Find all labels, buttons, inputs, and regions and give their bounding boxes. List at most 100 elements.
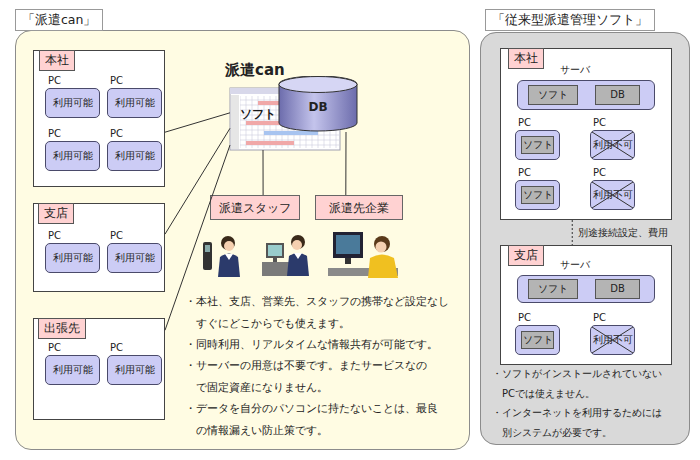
node-heading: PC — [110, 128, 123, 140]
pc-available-box: PC利用可能 — [107, 243, 162, 273]
node-text: 派遣先企業 — [329, 201, 389, 215]
location-tab: 支店 — [508, 245, 544, 266]
connector-line — [263, 150, 264, 195]
connector-line — [165, 128, 230, 234]
unavailable-cross — [592, 327, 633, 353]
connector-line — [165, 113, 230, 132]
location-tab: 本社 — [508, 48, 544, 69]
pc-unavailable-box: PC利用不可 — [590, 325, 635, 355]
node-text: ソフト — [538, 283, 568, 295]
node-heading: PC — [48, 128, 61, 140]
node-heading: PC — [593, 312, 606, 324]
node-heading: PC — [593, 167, 606, 179]
panel-frame: 「従来型派遣管理ソフト」本社サーバソフトDBPCソフトPC利用不可PCソフトPC… — [480, 32, 690, 445]
location-tab: 支店 — [38, 203, 74, 224]
unavailable-cross — [592, 132, 633, 158]
edge-label: 別途接続設定、費用 — [578, 226, 668, 239]
office-box: 本社PC利用可能PC利用可能PC利用可能PC利用可能 — [33, 50, 165, 187]
office-box: 本社サーバソフトDBPCソフトPC利用不可PCソフトPC利用不可 — [500, 48, 672, 220]
pc-available-box: PC利用可能 — [45, 141, 100, 171]
node-heading: PC — [48, 230, 61, 242]
node-text: 利用可能 — [115, 252, 155, 264]
pc-available-box: PC利用可能 — [107, 355, 162, 385]
node-text: ソフト — [523, 189, 553, 201]
note-text: ・インターネットを利用するためには 別システムが必要です。 — [492, 403, 687, 442]
pc-box: PCソフト — [515, 180, 560, 210]
node-text: 利用可能 — [53, 97, 93, 109]
node-heading: PC — [110, 75, 123, 87]
note-text: ・サーバーの用意は不要です。またサービスなの で固定資産になりません。 — [185, 355, 454, 398]
staff-at-computer — [262, 235, 309, 276]
node-text: DB — [610, 283, 625, 295]
node-text: 利用可能 — [115, 97, 155, 109]
unavailable-cross — [592, 182, 633, 208]
office-box: 支店サーバソフトDBPCソフトPC利用不可 — [500, 245, 672, 365]
office-box: 出張先PC利用可能PC利用可能 — [33, 318, 165, 420]
module-box: ソフト — [528, 85, 578, 105]
pc-available-box: PC利用可能 — [45, 88, 100, 118]
node-text: DB — [308, 101, 327, 113]
pc-available-box: PC利用可能 — [107, 141, 162, 171]
pc-available-box: PC利用可能 — [45, 243, 100, 273]
location-tab: 本社 — [39, 50, 75, 71]
node-text: 利用不可 — [593, 189, 633, 201]
node-text: ソフト — [523, 334, 553, 346]
panel-title: 「従来型派遣管理ソフト」 — [485, 9, 655, 31]
module-box: DB — [595, 85, 640, 105]
node-heading: 派遣can — [225, 61, 285, 79]
note-text: ・データを自分のパソコンに持たないことは、最良 の情報漏えい防止策です。 — [185, 398, 454, 441]
pc-box: PCソフト — [515, 130, 560, 160]
pc-unavailable-box: PC利用不可 — [590, 130, 635, 160]
office-box: 支店PC利用可能PC利用可能 — [33, 203, 165, 292]
node-text: ソフト — [523, 139, 553, 151]
dotted-connector — [572, 220, 573, 245]
note-text: ・同時利用、リアルタイムな情報共有が可能です。 — [185, 334, 454, 356]
module-box: ソフト — [521, 186, 554, 204]
node-text: 利用可能 — [115, 364, 155, 376]
panel-fill — [480, 32, 690, 445]
node-text: ソフト — [240, 107, 276, 121]
node-text: 利用可能 — [53, 150, 93, 162]
location-tab: 出張先 — [38, 318, 86, 339]
server-box: サーバソフトDB — [517, 275, 655, 303]
staff-with-phone — [203, 236, 240, 277]
node-text: 利用可能 — [53, 252, 93, 264]
node-text: 利用可能 — [115, 150, 155, 162]
node-heading: PC — [593, 117, 606, 129]
panel-fill — [15, 30, 470, 450]
node-heading: PC — [48, 342, 61, 354]
module-box: ソフト — [521, 136, 554, 154]
module-box: ソフト — [528, 279, 578, 299]
module-box: ソフト — [521, 331, 554, 349]
database-cylinder: DB — [278, 76, 358, 132]
node-heading: PC — [518, 167, 531, 179]
node-heading: PC — [518, 312, 531, 324]
node-text: 派遣スタッフ — [219, 201, 291, 215]
node-heading: サーバ — [560, 259, 590, 271]
note-text: ・本社、支店、営業先、スタッフの携帯など設定なし すぐにどこからでも使えます。 — [185, 291, 454, 334]
node-heading: PC — [110, 230, 123, 242]
node-text: 利用可能 — [53, 364, 93, 376]
node-heading: サーバ — [560, 64, 590, 76]
node-heading: PC — [518, 117, 531, 129]
node-text: DB — [610, 89, 625, 101]
node-text: ソフト — [538, 89, 568, 101]
party-box: 派遣スタッフ — [210, 195, 300, 220]
node-text: 利用不可 — [593, 334, 633, 346]
node-heading: PC — [110, 342, 123, 354]
pc-available-box: PC利用可能 — [107, 88, 162, 118]
module-box: DB — [595, 279, 640, 299]
node-text: 利用不可 — [593, 139, 633, 151]
pc-available-box: PC利用可能 — [45, 355, 100, 385]
party-box: 派遣先企業 — [315, 195, 403, 220]
panel-title: 「派遣can」 — [15, 9, 103, 31]
connector-line — [165, 145, 230, 330]
pc-unavailable-box: PC利用不可 — [590, 180, 635, 210]
server-box: サーバソフトDB — [517, 80, 655, 110]
connector-line — [345, 132, 346, 195]
note-text: ・ソフトがインストールされていない PCでは使えません。 — [492, 364, 687, 403]
client-worker — [328, 232, 398, 278]
node-heading: PC — [48, 75, 61, 87]
pc-box: PCソフト — [515, 325, 560, 355]
